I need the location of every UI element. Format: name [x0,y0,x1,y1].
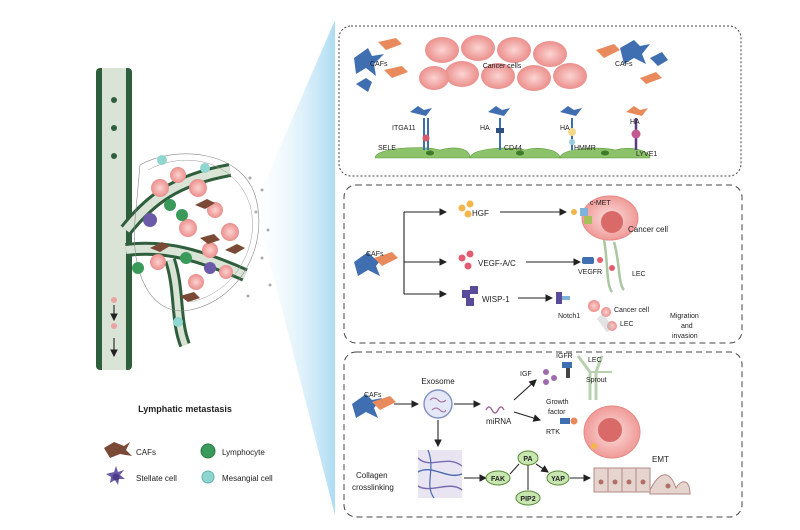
cafs-right-label: CAFs [615,61,633,68]
left-panel: Lymphatic metastasis CAFs Lymphocyte Ste… [96,68,273,485]
igf-label: IGF [520,371,532,378]
receptor-pair-hmmr [560,106,582,150]
lymphocyte-icon [200,443,216,459]
lec-vegfr [582,239,626,293]
vegfr-label: VEGFR [578,269,602,276]
vegf-label: VEGF-A/C [478,259,516,268]
tumor-cluster [132,153,272,327]
receptor-pair-lyve1 [626,106,648,150]
legend-label: Stellate cell [136,474,177,483]
igfr-receptor [562,362,572,378]
legend-item-lymphocyte: Lymphocyte [200,443,265,459]
legend-label: CAFs [136,448,156,457]
left-panel-title: Lymphatic metastasis [138,404,232,414]
cafs-label: CAFs [364,392,382,399]
panel-top: CAFs Cancer cells CAFs [338,25,742,177]
exosome [423,389,453,419]
partner-label: CD44 [504,145,522,152]
wisp-1-label: WISP-1 [482,295,510,304]
legend-item-stellate-cell: Stellate cell [106,466,177,485]
cancer-cells-label: Cancer cells [483,63,522,70]
cancer-cell-hgf-target [571,195,639,241]
collagen-label: Collagen [356,471,388,480]
yap-label: YAP [551,476,565,483]
receptor-pair-itga11 [410,106,432,150]
notch1-label: Notch1 [558,313,580,320]
pip2-label: PIP2 [520,496,535,503]
cancer-cell-large [583,405,641,459]
c-met-label: c-MET [590,200,611,207]
zoom-wedge [255,20,335,515]
notch1-receptor [556,292,570,304]
mesangial-cell-icon [201,470,215,484]
pa-label: PA [523,456,532,463]
collagen-label: crosslinking [352,483,394,492]
emt-cells [593,467,691,495]
fak-label: FAK [491,476,505,483]
mirna-label: miRNA [486,417,512,426]
panel-bottom: CAFs Exosome miRNA IGF IGFR [343,351,743,518]
receptor-pair-cd44 [488,106,510,150]
hgf-label: HGF [472,209,489,218]
igf-ligand [543,369,557,385]
legend-item-mesangial-cell: Mesangial cell [201,470,273,484]
legend-label: Lymphocyte [222,448,265,457]
growth-factor-label: factor [548,409,566,416]
caf-icon [104,442,132,458]
igfr-label: IGFR [556,353,573,360]
fak-node [485,470,511,486]
pip2-node [515,490,541,506]
cafs-source [352,394,396,418]
rtk-receptor [560,417,578,425]
migration-label: Migration [670,313,699,320]
caf-cells-left [354,38,408,92]
rtk-label: RTK [546,429,560,436]
panel-middle: CAFs HGF c-MET Cancer cell VEGF-A/ [343,184,743,344]
cancer-cell-migration [588,300,617,333]
legend: CAFs Lymphocyte Stellate cell Mesangial … [104,442,273,485]
cafs-left-label: CAFs [370,61,388,68]
partner-label: HMMR [574,145,596,152]
legend-item-cafs: CAFs [104,442,156,458]
lec-label: LEC [632,271,646,278]
cafs-source [354,252,398,276]
receptor-label: HA [560,125,570,132]
legend-label: Mesangial cell [222,474,273,483]
lec-label: LEC [588,357,602,364]
partner-label: LYVE1 [636,151,657,158]
epithelium [374,147,651,159]
collagen-matrix [417,449,463,499]
mirna [485,406,505,414]
emt-label: EMT [652,455,669,464]
cancer-cell-label: Cancer cell [628,225,668,234]
lec-sprout [576,355,612,400]
growth-factor-label: Growth [546,399,569,406]
vegf-ligand [458,250,474,270]
hgf-ligand [458,200,474,218]
receptor-label: HA [480,125,490,132]
cafs-label: CAFs [366,251,384,258]
stellate-cell-icon [106,466,125,485]
lec-label: LEC [620,321,634,328]
receptor-label: HA [630,119,640,126]
exosome-label: Exosome [421,377,455,386]
cancer-cell-cluster [419,35,587,91]
sprout-label: Sprout [586,377,607,384]
yap-node [546,470,570,486]
cancer-cell-label: Cancer cell [614,307,649,314]
partner-label: SELE [378,145,396,152]
caf-cells-right [596,40,668,84]
wisp-1-ligand [462,286,478,306]
receptor-label: ITGA11 [392,125,416,132]
migration-label: invasion [672,333,698,340]
lymphatic-vessel [96,68,248,370]
migration-label: and [681,323,693,330]
